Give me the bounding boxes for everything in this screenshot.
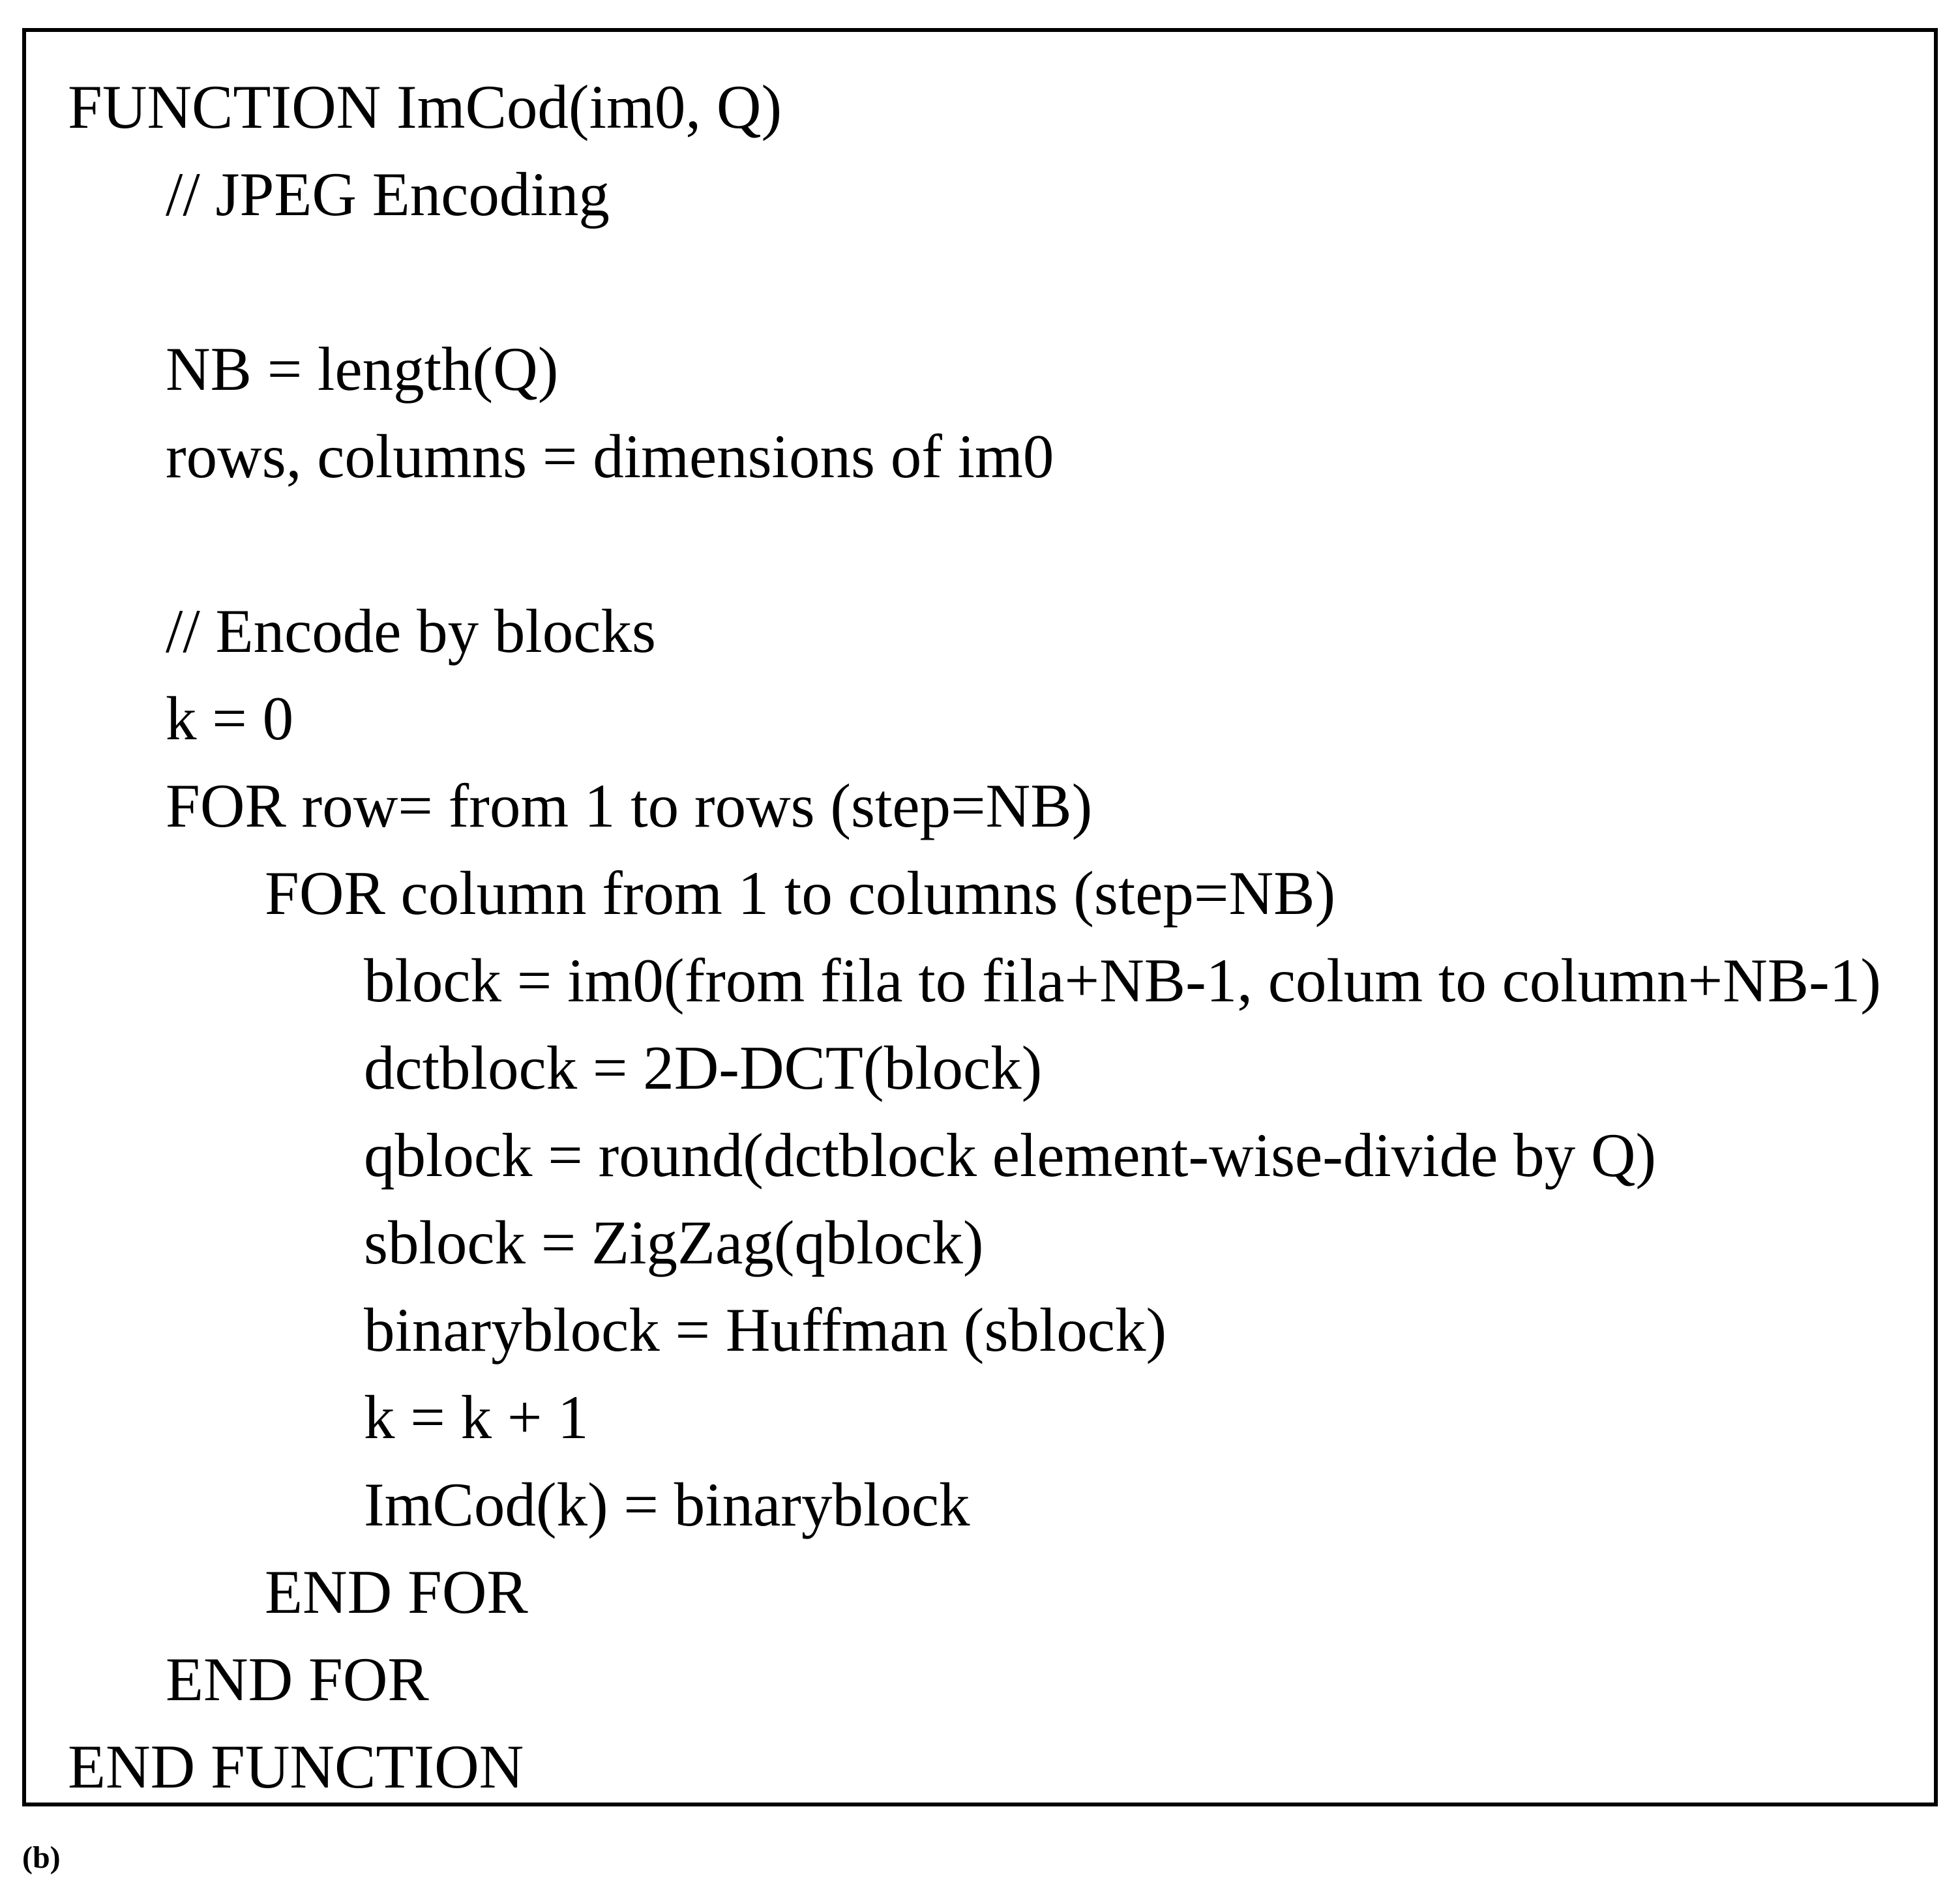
pseudocode-listing: FUNCTION ImCod(im0, Q) // JPEG Encoding … bbox=[68, 63, 1881, 1810]
code-line-k-init: k = 0 bbox=[166, 684, 294, 753]
figure-caption: (b) bbox=[22, 1840, 61, 1875]
code-line-end-function: END FUNCTION bbox=[68, 1732, 524, 1801]
code-line-block: block = im0(from fila to fila+NB-1, colu… bbox=[364, 946, 1881, 1015]
code-line-end-for-row: END FOR bbox=[166, 1645, 429, 1714]
code-line-for-row: FOR row= from 1 to rows (step=NB) bbox=[166, 771, 1093, 840]
code-line-k-increment: k = k + 1 bbox=[364, 1383, 589, 1452]
code-line-dct: dctblock = 2D-DCT(block) bbox=[364, 1033, 1043, 1102]
code-line-blank bbox=[68, 238, 1881, 325]
pseudocode-box: FUNCTION ImCod(im0, Q) // JPEG Encoding … bbox=[22, 28, 1938, 1806]
code-line-comment-blocks: // Encode by blocks bbox=[166, 596, 656, 666]
code-line-dimensions: rows, columns = dimensions of im0 bbox=[166, 422, 1054, 491]
code-line-quantize: qblock = round(dctblock element-wise-div… bbox=[364, 1121, 1657, 1190]
code-line-function-header: FUNCTION ImCod(im0, Q) bbox=[68, 72, 782, 141]
code-line-blank bbox=[68, 500, 1881, 587]
code-line-for-column: FOR column from 1 to columns (step=NB) bbox=[265, 859, 1336, 928]
code-line-end-for-column: END FOR bbox=[265, 1557, 528, 1627]
code-line-zigzag: sblock = ZigZag(qblock) bbox=[364, 1208, 984, 1277]
code-line-comment-jpeg: // JPEG Encoding bbox=[166, 160, 610, 229]
code-line-nb: NB = length(Q) bbox=[166, 334, 559, 404]
code-line-huffman: binaryblock = Huffman (sblock) bbox=[364, 1295, 1167, 1364]
code-line-assign-output: ImCod(k) = binaryblock bbox=[364, 1470, 970, 1539]
